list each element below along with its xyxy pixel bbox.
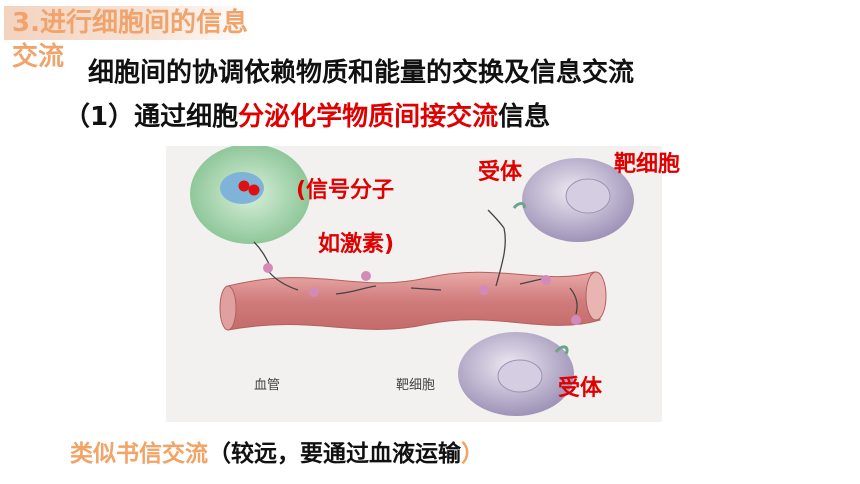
target-cell-caption: 靶细胞 [396,378,436,393]
bottom-detail: （较远，要通过血液运输 [208,441,461,467]
receptor-label-bottom: 受体 [558,376,603,401]
bottom-highlight: 类似书信交流 [70,441,208,467]
vessel-caption: 血管 [254,378,281,393]
target-cell-bottom [458,332,574,416]
signaling-diagram: (信号分子 如激素) 受体 靶细胞 受体 血管 靶细胞 [166,144,680,422]
slide-title: 3.进行细胞间的信息交流 [4,6,254,72]
signaling-diagram-art [190,144,634,416]
target-cell-label: 靶细胞 [614,152,681,177]
point-1-prefix: （1）通过细胞 [64,102,239,132]
bottom-note: 类似书信交流（较远，要通过血液运输） [70,434,484,468]
point-1: （1）通过细胞分泌化学物质间接交流信息 [64,96,550,133]
point-1-highlight: 分泌化学物质间接交流 [238,102,499,132]
signal-molecule-label-1: (信号分子 [296,178,395,203]
bottom-close: ） [461,441,484,467]
secretory-cell [190,144,310,244]
blood-vessel [219,271,607,331]
slide-subtitle: 细胞间的协调依赖物质和能量的交换及信息交流 [88,58,635,88]
receptor-label-top: 受体 [478,160,523,185]
signal-molecule-label-2: 如激素) [318,232,395,257]
point-1-suffix: 信息 [498,102,551,132]
target-cell-top [512,158,634,242]
signal-molecules [263,263,581,325]
flow-arrows [253,209,578,315]
